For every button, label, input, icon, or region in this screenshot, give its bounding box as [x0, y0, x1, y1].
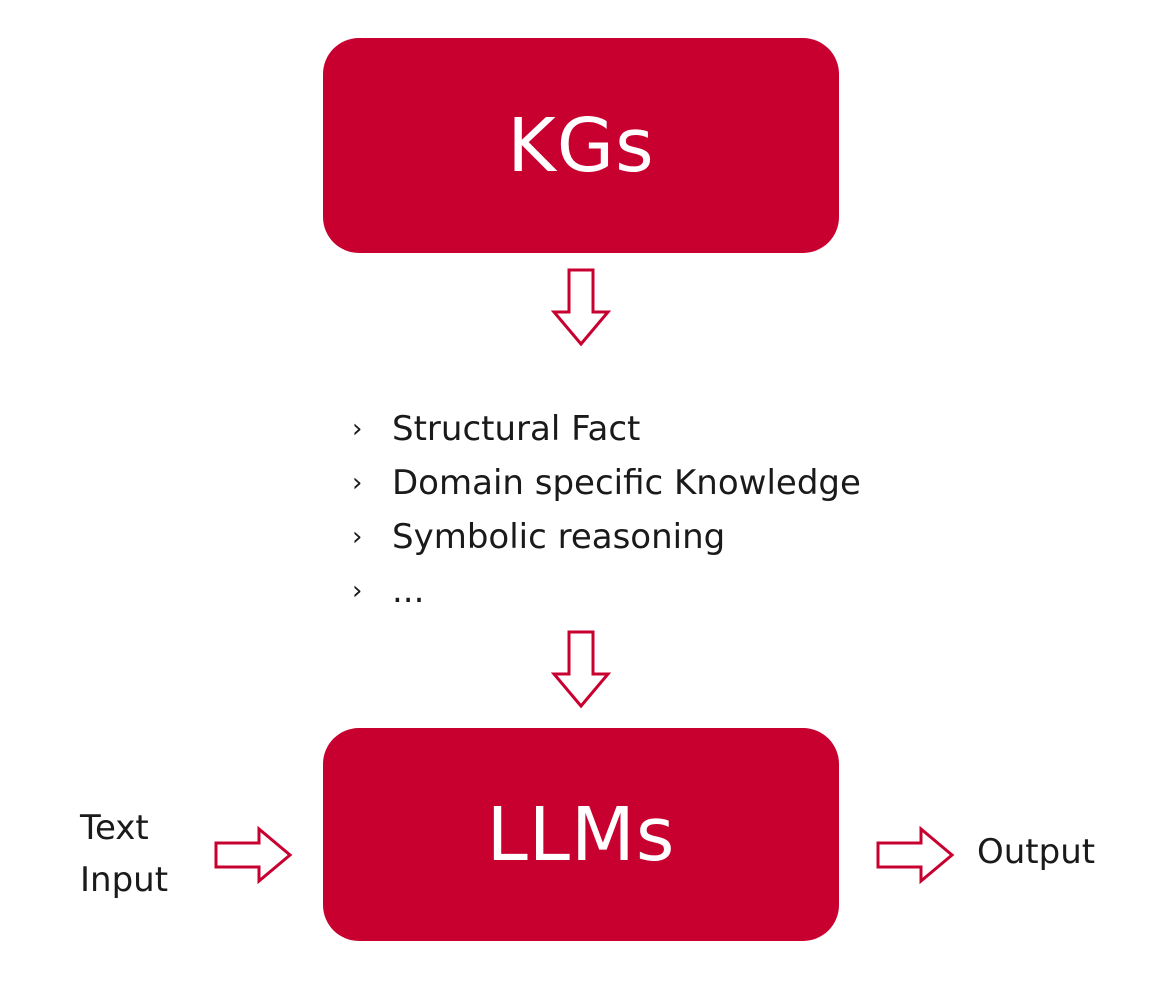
- list-item: › Structural Fact: [352, 402, 861, 456]
- output-label: Output: [977, 832, 1096, 872]
- chevron-right-icon: ›: [352, 576, 363, 606]
- down-arrow-icon: [551, 268, 611, 348]
- right-arrow-icon: [214, 826, 294, 884]
- llms-label: LLMs: [486, 791, 676, 878]
- down-arrow-icon: [551, 630, 611, 710]
- feature-text: ...: [392, 571, 425, 611]
- feature-text: Domain specific Knowledge: [392, 463, 861, 503]
- chevron-right-icon: ›: [352, 468, 363, 498]
- feature-list: › Structural Fact › Domain specific Know…: [352, 402, 861, 618]
- feature-text: Symbolic reasoning: [392, 517, 726, 557]
- right-arrow-icon: [876, 826, 956, 884]
- feature-text: Structural Fact: [392, 409, 641, 449]
- kgs-label: KGs: [507, 102, 655, 189]
- list-item: › Domain specific Knowledge: [352, 456, 861, 510]
- text-input-label-line2: Input: [80, 860, 169, 900]
- llms-box: LLMs: [323, 728, 839, 941]
- list-item: › Symbolic reasoning: [352, 510, 861, 564]
- text-input-label: Text Input: [80, 802, 200, 906]
- text-input-label-line1: Text: [80, 808, 149, 848]
- list-item: › ...: [352, 564, 861, 618]
- kgs-box: KGs: [323, 38, 839, 253]
- chevron-right-icon: ›: [352, 522, 363, 552]
- chevron-right-icon: ›: [352, 414, 363, 444]
